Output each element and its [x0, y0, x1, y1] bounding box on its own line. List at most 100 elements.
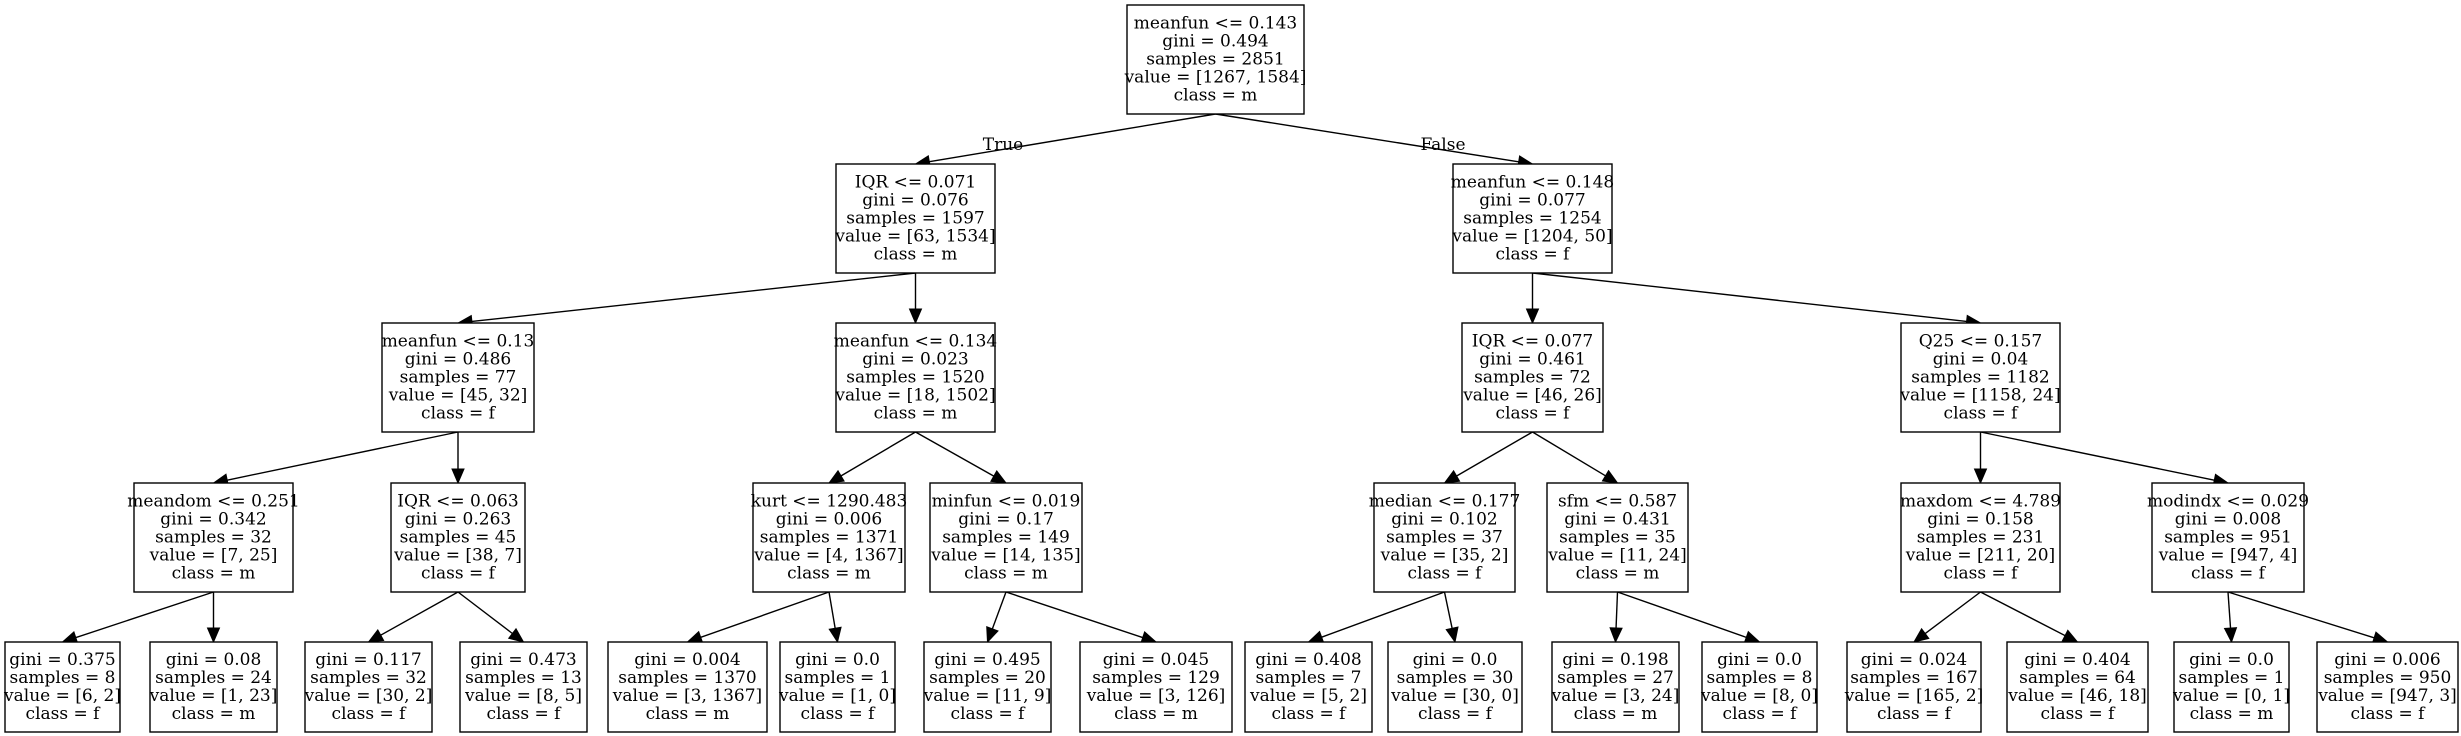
node-line: class = m [2190, 704, 2274, 724]
edge-line [929, 113, 1216, 163]
node-line: gini = 0.0 [795, 650, 880, 670]
node-line: samples = 1182 [1911, 368, 2049, 388]
node-box [459, 641, 588, 733]
edge-line [75, 591, 214, 639]
node-box [1126, 4, 1305, 115]
node-box [1387, 641, 1523, 733]
node-line: value = [947, 4] [2158, 546, 2298, 566]
node-line: gini = 0.198 [1562, 650, 1668, 670]
edge-n6-n13 [1973, 432, 1988, 485]
edge-arrowhead [1601, 469, 1619, 484]
edge-arrowhead [1609, 627, 1623, 644]
edge-n5-n11 [1443, 431, 1533, 484]
node-line: samples = 64 [2019, 668, 2136, 688]
node-line: gini = 0.17 [958, 510, 1054, 530]
edge-line [1980, 431, 2215, 481]
node-box [1244, 641, 1373, 733]
node-line: value = [7, 25] [149, 546, 278, 566]
edge-n14-n29 [2223, 591, 2238, 644]
edge-line [1617, 591, 1747, 639]
node-line: samples = 8 [10, 668, 116, 688]
edge-line [1443, 591, 1453, 629]
node-box [1452, 163, 1613, 274]
node-line: value = [30, 2] [304, 686, 433, 706]
node-line: samples = 129 [1092, 668, 1220, 688]
node-line: samples = 1 [785, 668, 891, 688]
node-line: gini = 0.008 [2175, 510, 2281, 530]
node-line: samples = 13 [465, 668, 582, 688]
node-box [1846, 641, 1982, 733]
edge-arrowhead [686, 630, 704, 644]
edge-n2-n6 [1532, 272, 1982, 329]
edge-n5-n12 [1532, 431, 1619, 484]
node-line: gini = 0.158 [1927, 510, 2033, 530]
node-line: gini = 0.404 [2024, 650, 2130, 670]
edge-arrowhead [828, 626, 842, 644]
edge-n12-n25 [1609, 591, 1623, 644]
edge-arrowhead [1525, 308, 1540, 325]
edge-n4-n10 [915, 431, 1008, 484]
edge-n11-n23 [1307, 591, 1445, 644]
node-box [1079, 641, 1233, 733]
node-line: class = m [646, 704, 730, 724]
node-box [1551, 641, 1680, 733]
node-line: samples = 7 [1256, 668, 1362, 688]
node-line: value = [1267, 1584] [1124, 68, 1307, 88]
node-box [390, 482, 526, 593]
node-line: minfun <= 0.019 [932, 492, 1081, 512]
node-line: samples = 45 [400, 528, 517, 548]
node-line: class = f [1418, 704, 1494, 724]
edge-n10-n22 [1005, 591, 1158, 644]
node-line: meanfun <= 0.143 [1134, 14, 1297, 34]
edge-n13-n27 [1912, 591, 1981, 643]
node-line: median <= 0.177 [1369, 492, 1521, 512]
edge-arrowhead [986, 626, 999, 644]
node-box [304, 641, 433, 733]
node-line: gini = 0.0 [1717, 650, 1802, 670]
node-line: class = f [1944, 564, 2020, 584]
edge-n10-n21 [986, 591, 1007, 644]
node-line: gini = 0.08 [166, 650, 262, 670]
node-line: gini = 0.004 [634, 650, 740, 670]
node-line: value = [11, 9] [923, 686, 1052, 706]
edge-arrowhead [1445, 626, 1459, 644]
edge-n9-n19 [686, 591, 830, 644]
node-line: class = f [1944, 404, 2020, 424]
node-line: kurt <= 1290.483 [751, 492, 908, 512]
edge-line [1005, 591, 1143, 639]
node-line: class = m [172, 564, 256, 584]
edge-n11-n24 [1443, 591, 1459, 644]
node-box [133, 482, 294, 593]
node-line: gini = 0.431 [1564, 510, 1670, 530]
node-box [835, 322, 996, 433]
node-line: samples = 20 [929, 668, 1046, 688]
node-line: class = m [874, 404, 958, 424]
node-line: value = [46, 18] [2007, 686, 2147, 706]
edge-n9-n20 [828, 591, 842, 644]
node-line: samples = 1520 [846, 368, 984, 388]
node-line: class = m [1576, 564, 1660, 584]
node-line: class = f [2351, 704, 2427, 724]
edge-n3-n8 [451, 432, 465, 485]
node-line: value = [11, 24] [1547, 546, 1687, 566]
edge-arrowhead [990, 469, 1008, 484]
node-line: class = f [1496, 245, 1572, 265]
node-box [779, 641, 896, 733]
edge-n3-n7 [212, 431, 459, 487]
node-line: value = [14, 135] [930, 546, 1080, 566]
node-line: Q25 <= 0.157 [1919, 332, 2043, 352]
node-line: class = m [172, 704, 256, 724]
node-line: value = [8, 5] [464, 686, 582, 706]
node-line: gini = 0.495 [934, 650, 1040, 670]
node-line: samples = 37 [1386, 528, 1503, 548]
node-line: gini = 0.023 [862, 350, 968, 370]
node-box [923, 641, 1052, 733]
node-box [1900, 482, 2061, 593]
edge-arrowhead [1307, 630, 1325, 644]
